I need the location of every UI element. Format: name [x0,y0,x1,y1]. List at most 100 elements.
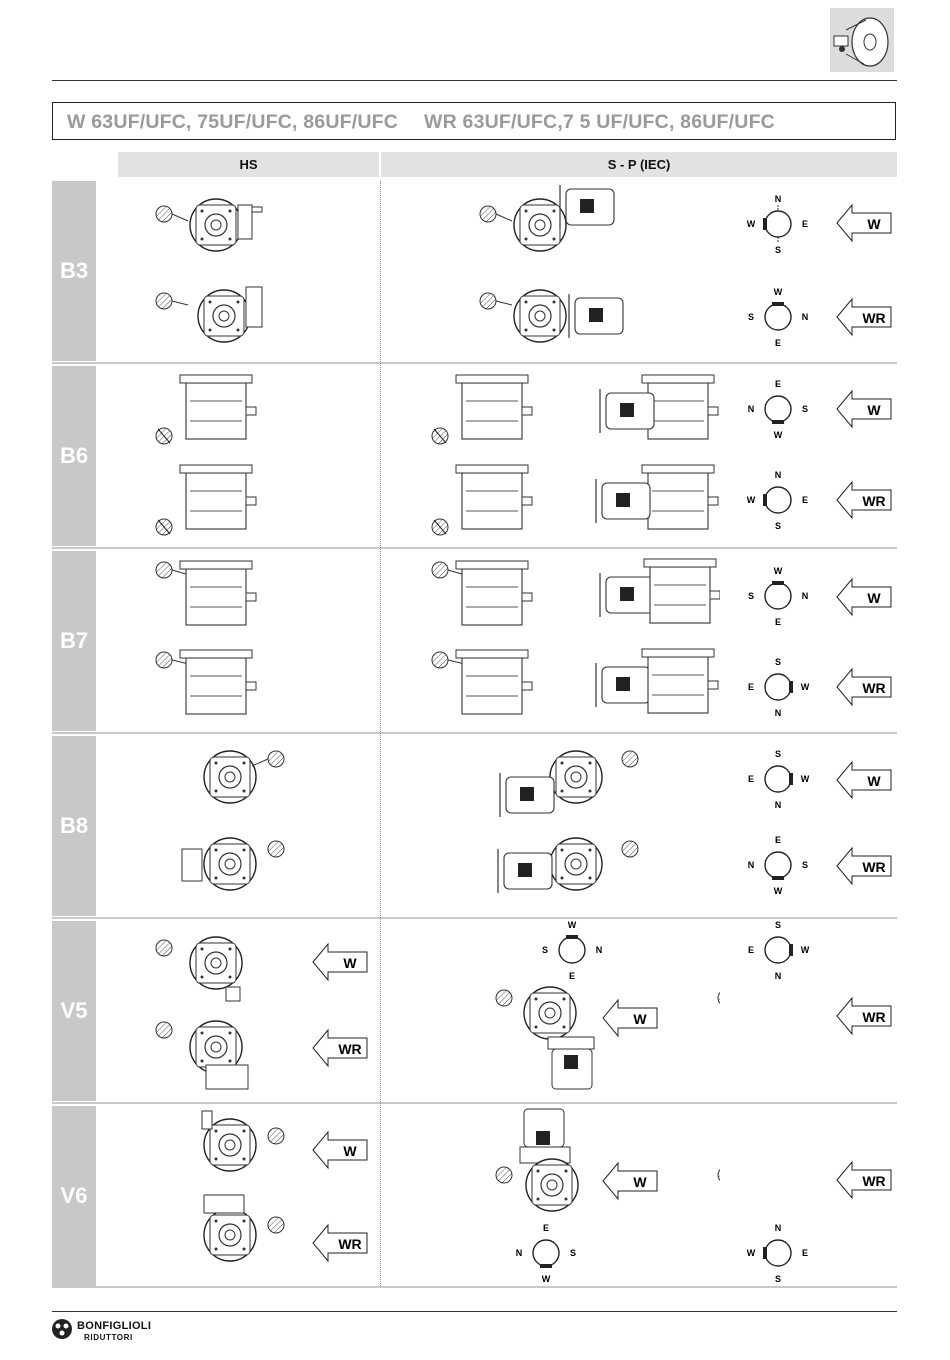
svg-text:S: S [802,860,808,870]
compass-icon: WESN [746,564,810,628]
arrow-tag-icon: W [836,577,892,617]
arrow-tag-icon: W [836,389,892,429]
tag-wr: WR [836,846,892,891]
svg-text:N: N [775,708,782,718]
svg-text:N: N [596,945,603,955]
svg-text:WR: WR [338,1041,361,1057]
svg-text:E: E [775,617,781,627]
svg-text:S: S [775,749,781,759]
arrow-tag-icon: WR [312,1223,368,1263]
svg-text:S: S [542,945,548,955]
arrow-tag-icon: W [836,203,892,243]
svg-text:W: W [774,566,783,576]
arrow-tag-icon: WR [836,846,892,886]
svg-text:E: E [775,338,781,348]
svg-text:E: E [748,774,754,784]
compass-icon: SNEW [746,918,810,982]
svg-text:N: N [775,194,782,204]
brand-logo-icon [50,1318,74,1340]
tag-w: W [602,998,658,1043]
brand-logo [50,1318,74,1345]
row-divider [52,1286,897,1288]
svg-text:WR: WR [862,493,885,509]
svg-text:S: S [775,657,781,667]
svg-text:WR: WR [862,1009,885,1025]
orientation-compass: EWNS [746,833,810,897]
svg-text:W: W [801,774,810,784]
column-header-hs: HS [118,152,379,177]
arrow-tag-icon: W [602,1161,658,1201]
tag-wr: WR [836,480,892,525]
svg-text:W: W [774,430,783,440]
svg-text:S: S [775,1274,781,1284]
svg-text:N: N [775,971,782,981]
svg-text:S: S [775,245,781,255]
svg-text:E: E [748,682,754,692]
orientation-compass: NSWE [746,192,810,256]
arrow-tag-icon: WR [836,996,892,1036]
compass-icon: NSWE [746,468,810,532]
tag-wr: WR [836,667,892,712]
tag-wr: WR [312,1028,368,1073]
arrow-tag-icon: WR [836,297,892,337]
title-right: WR 63UF/UFC,7 5 UF/UFC, 86UF/UFC [424,111,775,133]
tag-wr: WR [312,1223,368,1268]
arrow-tag-icon: WR [836,1160,892,1200]
svg-text:W: W [867,773,881,789]
footer-rule [52,1311,897,1312]
svg-text:S: S [802,404,808,414]
svg-text:S: S [570,1248,576,1258]
svg-text:W: W [568,920,577,930]
svg-text:W: W [343,1143,357,1159]
svg-text:W: W [542,1274,551,1284]
column-header-sp: S - P (IEC) [381,152,897,177]
brand-name: BONFIGLIOLI [77,1320,151,1332]
orientation-compass: S N E W [746,655,810,719]
tag-label: W [867,216,881,232]
tag-wr: WR [836,297,892,342]
arrow-tag-icon: W [312,1130,368,1170]
tag-wr: WR [836,996,892,1041]
section-icon [830,8,894,72]
svg-text:N: N [775,1223,782,1233]
svg-text:WR: WR [338,1236,361,1252]
svg-text:E: E [569,971,575,981]
svg-text:W: W [633,1174,647,1190]
svg-text:WR: WR [862,859,885,875]
svg-text:N: N [748,404,755,414]
row-label-b6: B6 [52,366,96,546]
arrow-tag-icon: W [836,760,892,800]
arrow-tag-icon: WR [836,480,892,520]
arrow-tag-icon: WR [836,667,892,707]
svg-text:S: S [775,521,781,531]
compass-icon: NSWE [746,1221,810,1285]
compass-icon: S N E W [746,747,810,811]
svg-text:W: W [774,886,783,896]
svg-text:N: N [516,1248,523,1258]
svg-text:E: E [802,219,808,229]
svg-text:N: N [775,800,782,810]
svg-text:WR: WR [862,680,885,696]
tag-w: W [836,577,892,622]
svg-text:E: E [802,1248,808,1258]
brand-subtitle: RIDUTTORI [84,1333,133,1342]
orientation-compass: W E S N [540,918,604,982]
svg-text:W: W [801,682,810,692]
compass-icon: S N E W [746,655,810,719]
gearbox-shaft-icon [830,8,894,72]
mounting-diagrams [100,181,720,1286]
svg-text:E: E [748,945,754,955]
tag-wr: WR [836,1160,892,1205]
row-label-v5: V5 [52,921,96,1101]
tag-w: W [836,760,892,805]
compass-icon: W E S N [540,918,604,982]
svg-text:W: W [633,1011,647,1027]
